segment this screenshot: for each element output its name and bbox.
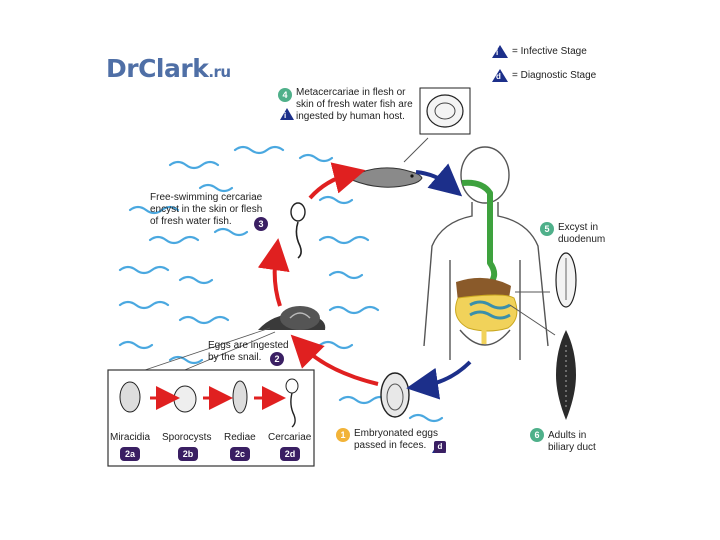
brand-tld: .ru: [208, 63, 231, 81]
substage-label-rediae: Rediae: [224, 432, 256, 443]
stage-3-label: Free-swimming cercariae encyst in the sk…: [150, 192, 262, 228]
stage-3-line3: of fresh water fish.: [150, 216, 232, 227]
substage-badge-2a: 2a: [120, 447, 140, 461]
substage-inset-box: [107, 369, 315, 467]
stage-3-line2: encyst in the skin or flesh: [150, 204, 263, 215]
stage-6-label: Adults in biliary duct: [548, 430, 596, 454]
stage-1-line1: Embryonated eggs: [354, 428, 438, 439]
legend-infective-text: = Infective Stage: [512, 46, 587, 57]
snail-illustration: [258, 306, 326, 330]
stage-5-line2: duodenum: [558, 234, 606, 245]
arrow-fish-to-human: [415, 163, 463, 197]
brand-logo: DrClark.ru: [106, 54, 231, 83]
substage-badge-2c: 2c: [230, 447, 250, 461]
embryonated-egg: [380, 372, 410, 418]
stage-4-line2: skin of fresh water fish are: [296, 99, 413, 110]
human-silhouette: [423, 146, 549, 360]
stage-1-diagnostic-symbol: d: [434, 441, 446, 453]
substage-label-miracidia: Miracidia: [110, 432, 151, 443]
stage-1-line2: passed in feces.: [354, 440, 427, 451]
stage-1-badge: 1: [336, 428, 350, 442]
stage-4-badge: 4: [278, 88, 292, 102]
legend-infective: = Infective Stage: [512, 46, 587, 57]
legend-diagnostic-text: = Diagnostic Stage: [512, 70, 597, 81]
stage-4-line3: ingested by human host.: [296, 111, 405, 122]
legend-infective-symbol: i: [496, 48, 499, 57]
stage-6-line2: biliary duct: [548, 442, 596, 453]
stage-6-line1: Adults in: [548, 430, 587, 441]
stage-6-badge: 6: [530, 428, 544, 442]
fish-illustration: [342, 137, 429, 188]
metacercaria-inset: [419, 87, 471, 135]
stage-5-line1: Excyst in: [558, 222, 599, 233]
pointer-lines: [509, 291, 556, 336]
digestive-tract: [455, 179, 518, 344]
stage-4-line1: Metacercariae in flesh or: [296, 87, 406, 98]
substage-badge-2b: 2b: [178, 447, 198, 461]
stage-2-line1: Eggs are ingested: [208, 340, 289, 351]
arrow-human-to-egg: [406, 360, 472, 400]
substage-label-cercariae: Cercariae: [268, 432, 312, 443]
stage-4-infective-symbol: i: [284, 111, 287, 120]
stage-4-label: Metacercariae in flesh or skin of fresh …: [296, 87, 413, 123]
arrow-egg-to-snail: [290, 334, 379, 386]
stage-3-badge: 3: [254, 217, 268, 231]
stage-5-label: Excyst in duodenum: [558, 222, 605, 246]
snail-pointer-lines: [144, 327, 276, 373]
cercaria-illustration: [290, 202, 306, 259]
stage-2-line2: by the snail.: [208, 352, 262, 363]
stage-3-line1: Free-swimming cercariae: [150, 192, 263, 203]
excyst-worm: [555, 252, 577, 308]
substage-badge-2d: 2d: [280, 447, 300, 461]
arrow-cercaria-to-fish: [308, 162, 366, 200]
stage-1-label: Embryonated eggs passed in feces.: [354, 428, 438, 452]
brand-name: DrClark: [106, 54, 209, 83]
arrow-snail-to-cercaria: [257, 238, 290, 307]
substage-label-sporocysts: Sporocysts: [162, 432, 212, 443]
legend-diagnostic: = Diagnostic Stage: [512, 70, 596, 81]
legend-diagnostic-symbol: d: [496, 72, 501, 81]
stage-2-label: Eggs are ingested by the snail.: [208, 340, 289, 364]
stage-2-badge: 2: [270, 352, 284, 366]
stage-5-badge: 5: [540, 222, 554, 236]
adult-worm: [556, 330, 576, 420]
water-waves: [118, 145, 444, 423]
